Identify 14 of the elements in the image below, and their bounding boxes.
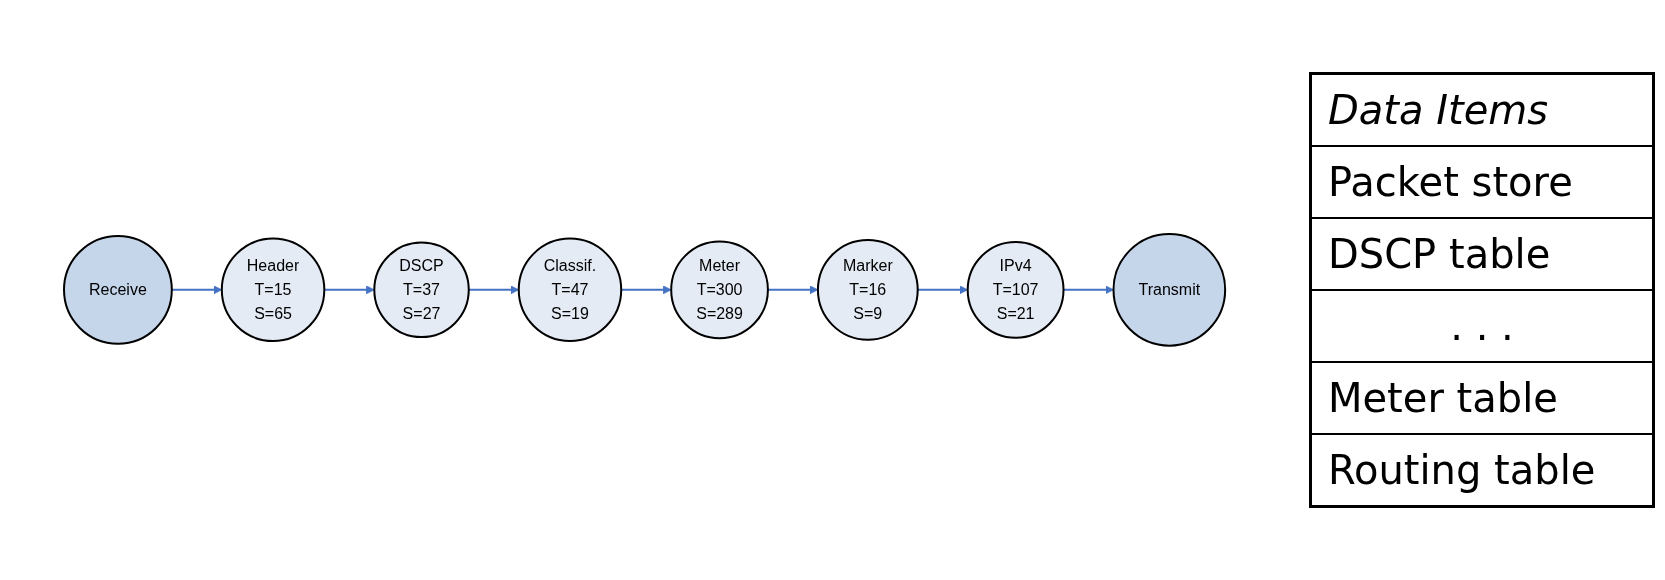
node-circle: Marker T=16 S=9 xyxy=(816,239,919,341)
node-circle: IPv4 T=107 S=21 xyxy=(966,241,1065,339)
table-cell: DSCP table xyxy=(1312,217,1652,289)
node-circle: Header T=15 S=65 xyxy=(220,237,326,343)
node-circle: Meter T=300 S=289 xyxy=(670,240,769,340)
node-circle: Classif. T=47 S=19 xyxy=(517,237,623,343)
table-cell: Meter table xyxy=(1312,361,1652,433)
node-circle: Transmit xyxy=(1112,233,1227,347)
node-circle: Receive xyxy=(62,235,173,345)
table-cell: Packet store xyxy=(1312,145,1652,217)
table-cell: . . . xyxy=(1312,289,1652,361)
table-header-cell-text: Data Items xyxy=(1327,86,1550,135)
node-circle: DSCP T=37 S=27 xyxy=(373,241,470,339)
table-cell: Routing table xyxy=(1312,433,1652,505)
